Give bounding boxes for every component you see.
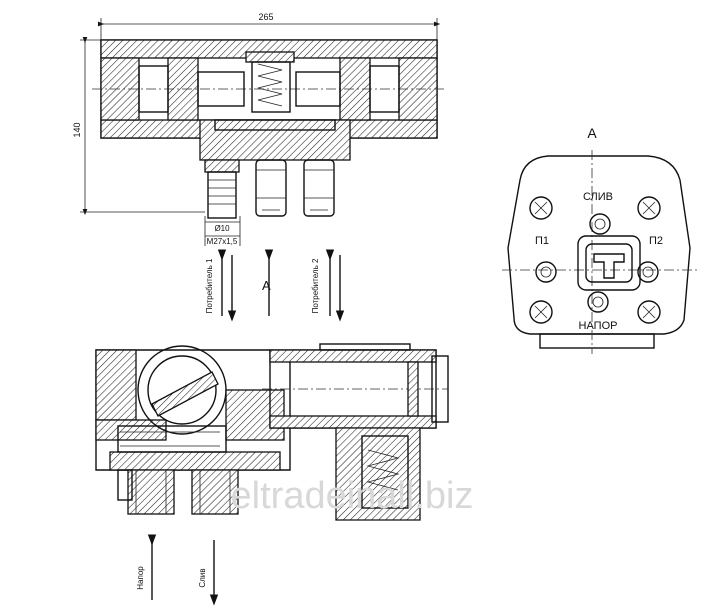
view-arrow-label: A <box>262 278 271 293</box>
bottom-flow-arrows: Напор Слив <box>136 534 219 606</box>
p2-label: П2 <box>649 235 663 247</box>
bolt-bottom-left <box>529 300 553 324</box>
drain-port-label: Слив <box>198 568 207 587</box>
drain-label: СЛИВ <box>583 191 613 203</box>
pressure-label: НАПОР <box>579 320 618 332</box>
bolt-top-right <box>637 196 661 220</box>
watermark: eltradeinall.biz <box>231 475 474 517</box>
consumer-1-label: Потребитель 1 <box>205 258 214 313</box>
view-a: A СЛИВ НАПОР П1 П2 <box>502 125 700 354</box>
bolt-bottom-right <box>637 300 661 324</box>
bolt-top-left <box>529 196 553 220</box>
top-flow-arrows: Потребитель 1 Потребитель 2 A <box>205 249 345 322</box>
width-dimension: 265 <box>258 12 273 22</box>
bottom-section-view <box>95 343 449 521</box>
height-dimension: 140 <box>72 122 82 137</box>
view-a-title: A <box>587 125 597 141</box>
consumer-2-label: Потребитель 2 <box>311 258 320 313</box>
top-section-view: 265 140 <box>72 12 446 246</box>
pressure-port-label: Напор <box>136 566 145 590</box>
p1-label: П1 <box>535 235 549 247</box>
thread-dimension: M27x1,5 <box>207 237 238 246</box>
diameter-dimension: Ø10 <box>214 224 230 233</box>
